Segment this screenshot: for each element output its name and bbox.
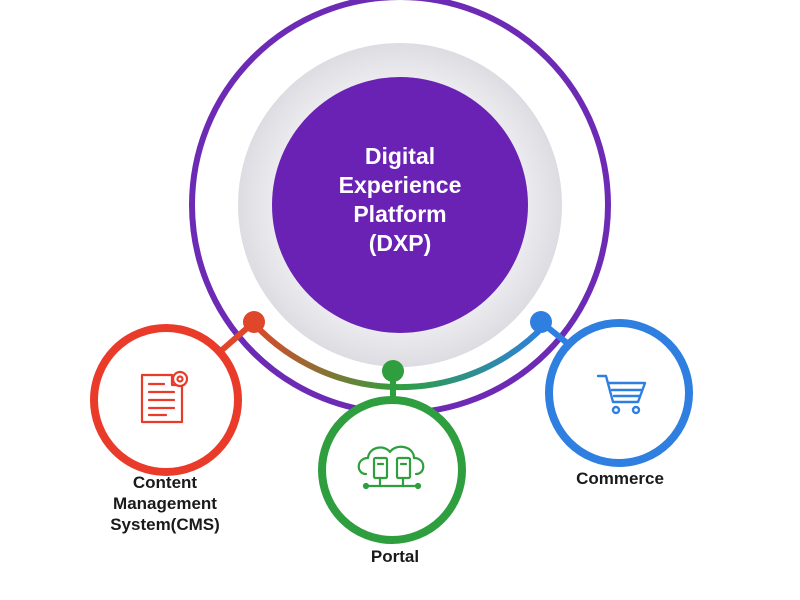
node-label-line: Management bbox=[113, 494, 217, 513]
hub-title-line: Digital bbox=[364, 143, 436, 169]
hub-title: Digital Experience Platform (DXP) bbox=[280, 142, 520, 258]
connector-dot-cms bbox=[243, 311, 265, 333]
node-commerce bbox=[545, 319, 693, 467]
node-label-cms: Content Management System(CMS) bbox=[70, 472, 260, 535]
connector-dot-commerce bbox=[530, 311, 552, 333]
node-cms bbox=[90, 324, 242, 476]
node-label-line: Content bbox=[132, 473, 198, 492]
cloud-network-icon bbox=[357, 445, 425, 490]
node-label-line: Commerce bbox=[576, 469, 664, 488]
hub-core bbox=[272, 77, 528, 333]
shopping-cart-icon bbox=[596, 374, 647, 415]
connector-dot-portal bbox=[382, 360, 404, 382]
hub-title-line: (DXP) bbox=[368, 230, 432, 256]
node-portal bbox=[318, 396, 466, 544]
hub-gradient-arc bbox=[251, 321, 549, 391]
hub-title-line: Platform bbox=[353, 201, 447, 227]
node-label-line: Portal bbox=[370, 547, 420, 566]
hub-title-line: Experience bbox=[338, 172, 462, 198]
document-gear-icon bbox=[140, 370, 189, 424]
node-label-line: System(CMS) bbox=[110, 515, 220, 534]
node-label-commerce: Commerce bbox=[545, 468, 695, 489]
node-label-portal: Portal bbox=[330, 546, 460, 567]
